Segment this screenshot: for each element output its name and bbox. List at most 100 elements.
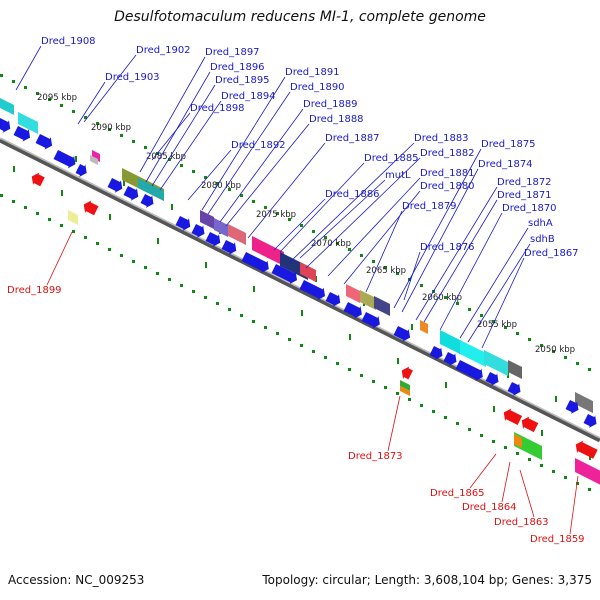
track-dot — [396, 392, 399, 395]
gene-label-forward[interactable]: Dred_1896 — [210, 62, 265, 73]
gene-label-reverse[interactable]: Dred_1899 — [7, 285, 62, 296]
gene-label-reverse[interactable]: Dred_1865 — [430, 488, 485, 499]
track-dot — [564, 476, 567, 479]
track-dot — [48, 218, 51, 221]
track-dot — [516, 452, 519, 455]
feature-block — [508, 360, 522, 380]
track-dot — [60, 104, 63, 107]
gene-label-forward[interactable]: Dred_1882 — [420, 148, 475, 159]
gene-label-forward[interactable]: Dred_1902 — [136, 45, 191, 56]
gene-arrow-reverse — [31, 172, 45, 187]
gene-label-reverse[interactable]: Dred_1859 — [530, 534, 585, 545]
gene-label-forward[interactable]: Dred_1897 — [205, 47, 260, 58]
track-dot — [384, 386, 387, 389]
gene-label-forward[interactable]: Dred_1890 — [290, 82, 345, 93]
track-dot — [276, 332, 279, 335]
gene-label-forward[interactable]: Dred_1880 — [420, 181, 475, 192]
genome-summary-text: Topology: circular; Length: 3,608,104 bp… — [262, 573, 592, 587]
feature-block — [575, 392, 593, 414]
feature-block — [214, 218, 228, 238]
track-dot — [348, 248, 351, 251]
gene-label-forward[interactable]: Dred_1867 — [524, 248, 579, 259]
gene-label-forward[interactable]: Dred_1903 — [105, 72, 160, 83]
genome-backbone — [0, 137, 600, 443]
label-leader — [151, 84, 216, 187]
track-dot — [396, 272, 399, 275]
feature-block — [18, 112, 38, 135]
gene-label-forward[interactable]: Dred_1881 — [420, 168, 475, 179]
track-dot — [180, 284, 183, 287]
gene-arrow-forward — [271, 264, 298, 285]
gene-label-forward[interactable]: Dred_1888 — [309, 114, 364, 125]
gene-label-forward[interactable]: Dred_1894 — [221, 91, 276, 102]
kbp-label: 2080 kbp — [201, 181, 241, 191]
feature-block — [400, 380, 410, 392]
track-dot — [528, 338, 531, 341]
track-dot — [372, 260, 375, 263]
gene-label-forward[interactable]: Dred_1883 — [414, 133, 469, 144]
label-leader — [423, 199, 498, 323]
gene-label-forward[interactable]: mutL — [385, 170, 411, 181]
feature-block — [400, 386, 410, 397]
track-dot — [468, 428, 471, 431]
gene-arrow-reverse — [575, 440, 598, 459]
label-leader — [145, 71, 211, 183]
gene-arrow-forward — [455, 360, 483, 382]
gene-label-forward[interactable]: sdhB — [530, 234, 555, 245]
track-dot — [84, 236, 87, 239]
track-dot — [516, 332, 519, 335]
gene-label-reverse[interactable]: Dred_1863 — [494, 517, 549, 528]
gene-label-forward[interactable]: Dred_1885 — [364, 153, 419, 164]
feature-block — [228, 224, 246, 246]
track-dot — [444, 416, 447, 419]
gene-label-forward[interactable]: Dred_1879 — [402, 201, 457, 212]
track-dot — [240, 314, 243, 317]
label-leader — [279, 162, 365, 253]
gene-arrow-forward — [191, 224, 205, 238]
track-dot — [528, 458, 531, 461]
gene-label-forward[interactable]: Dred_1874 — [478, 159, 533, 170]
gene-label-forward[interactable]: Dred_1876 — [420, 242, 475, 253]
gene-label-forward[interactable]: Dred_1872 — [497, 177, 552, 188]
label-leader — [469, 453, 497, 489]
track-dot — [408, 398, 411, 401]
label-leader — [77, 81, 106, 125]
label-leader — [501, 461, 511, 503]
track-dot — [324, 356, 327, 359]
gene-label-forward[interactable]: Dred_1875 — [481, 139, 536, 150]
gene-label-forward[interactable]: Dred_1886 — [325, 189, 380, 200]
gene-label-forward[interactable]: Dred_1889 — [303, 99, 358, 110]
track-dot — [552, 470, 555, 473]
feature-block — [68, 210, 78, 226]
gene-label-forward[interactable]: Dred_1895 — [215, 75, 270, 86]
feature-block — [484, 350, 508, 377]
track-dot — [96, 242, 99, 245]
gene-label-reverse[interactable]: Dred_1873 — [348, 451, 403, 462]
gene-arrow-forward — [429, 346, 443, 360]
feature-block — [420, 320, 428, 335]
gene-label-forward[interactable]: Dred_1891 — [285, 67, 340, 78]
track-dot — [384, 266, 387, 269]
gene-arrow-forward — [35, 134, 53, 150]
track-dot — [240, 194, 243, 197]
label-leader — [343, 190, 421, 285]
track-dot — [108, 128, 111, 131]
gene-label-forward[interactable]: Dred_1898 — [190, 103, 245, 114]
label-leader — [46, 231, 73, 286]
gene-label-forward[interactable]: Dred_1871 — [497, 190, 552, 201]
gene-label-forward[interactable]: Dred_1908 — [41, 36, 96, 47]
track-dot — [480, 434, 483, 437]
gene-label-forward[interactable]: sdhA — [528, 218, 553, 229]
track-dot — [204, 296, 207, 299]
gene-label-forward[interactable]: Dred_1892 — [231, 140, 286, 151]
gene-arrow-forward — [241, 252, 269, 274]
track-dot — [168, 278, 171, 281]
gene-label-forward[interactable]: Dred_1887 — [325, 133, 380, 144]
gene-label-forward[interactable]: Dred_1870 — [502, 203, 557, 214]
gene-label-reverse[interactable]: Dred_1864 — [462, 502, 517, 513]
track-dot — [588, 368, 591, 371]
track-dot — [192, 170, 195, 173]
gene-arrow-reverse — [521, 416, 539, 433]
